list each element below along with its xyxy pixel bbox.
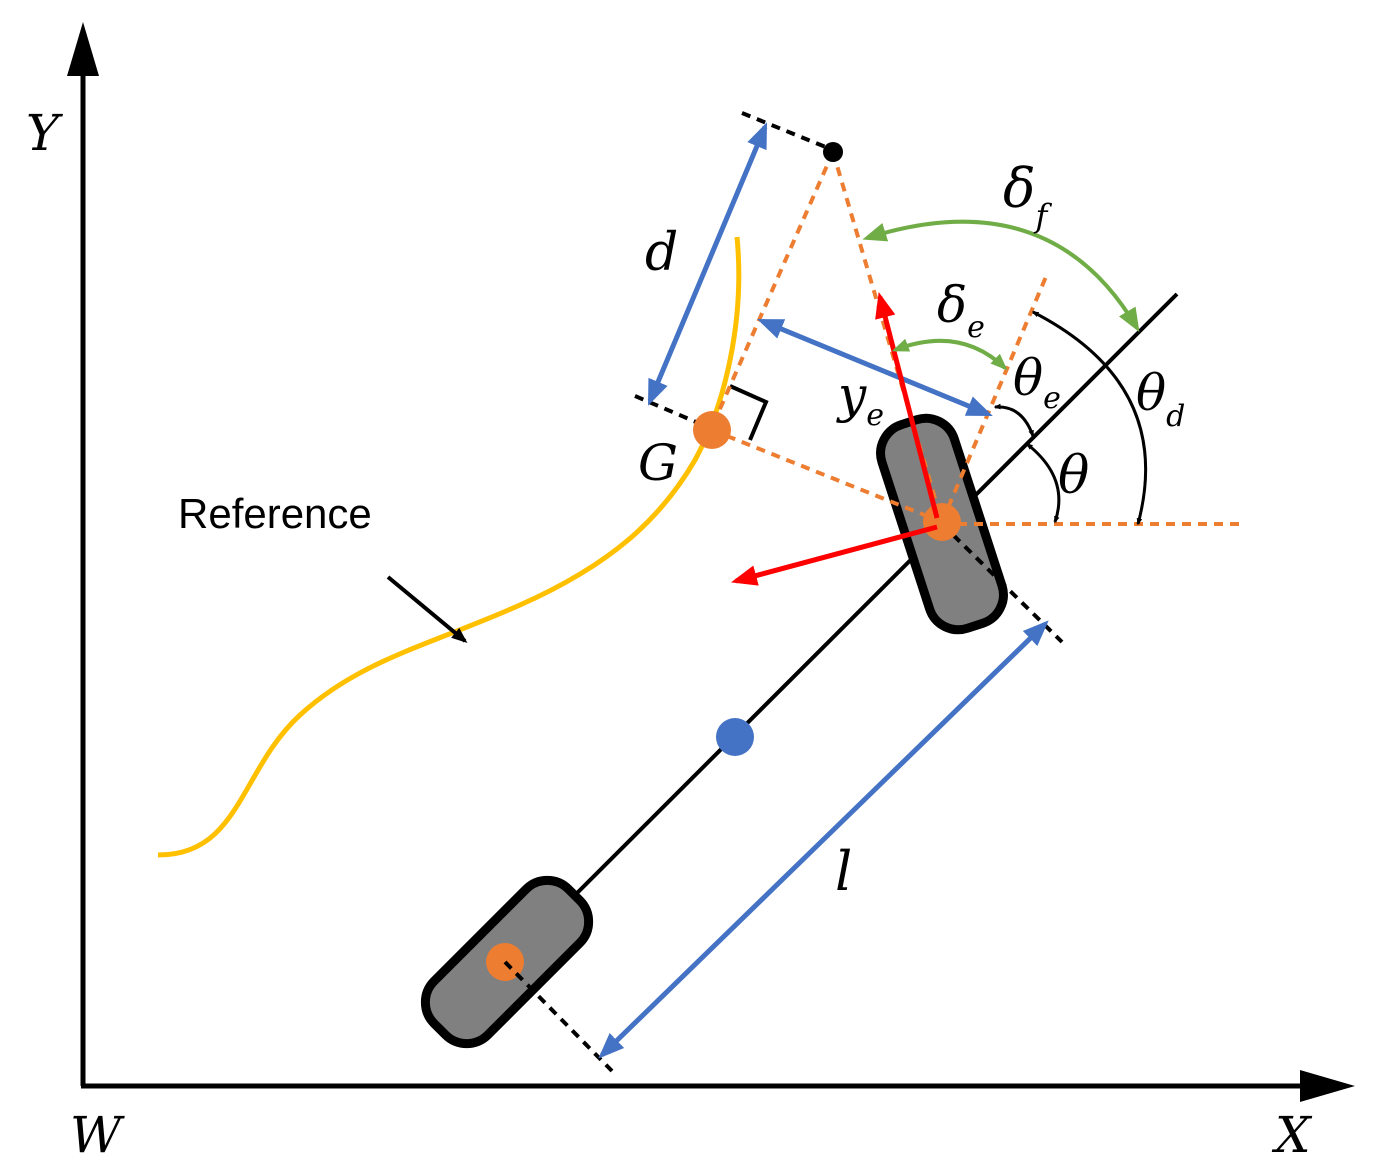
theta-label: θ	[1058, 446, 1089, 506]
y-axis-arrowhead	[67, 22, 99, 76]
look-ahead-point	[823, 142, 843, 162]
theta-e-label: θe	[1013, 349, 1061, 416]
reference-path	[157, 236, 742, 858]
reference-label: Reference	[178, 490, 372, 537]
theta-d-label: θd	[1136, 364, 1185, 434]
lateral-error-arrow	[757, 318, 993, 417]
x-axis-label: X	[1271, 1106, 1313, 1164]
theta-d-arc	[1031, 310, 1148, 526]
distance-d-arrow	[647, 122, 768, 406]
point-g	[693, 411, 731, 449]
delta-f-arc	[862, 219, 1140, 333]
wheelbase-arrow	[598, 620, 1049, 1059]
delta-e-arc	[891, 338, 1008, 371]
y-axis-label: Y	[26, 104, 63, 162]
front-axle-point	[923, 503, 961, 541]
reference-pointer-arrow	[386, 575, 468, 644]
coordinate-axes	[67, 22, 1355, 1102]
delta-f-label: δf	[1003, 157, 1053, 235]
theta-e-arc	[993, 403, 1035, 438]
wheelbase-label: l	[835, 840, 852, 903]
distance-d-label: d	[645, 223, 678, 283]
right-angle-marker	[729, 384, 769, 441]
point-g-label: G	[638, 434, 678, 492]
origin-label: W	[70, 1106, 125, 1164]
delta-e-label: δe	[937, 276, 985, 345]
front-wheel-lateral-arrow	[730, 524, 938, 586]
center-of-gravity-point	[716, 718, 754, 756]
lateral-error-label: ye	[836, 366, 884, 433]
x-axis-arrowhead	[1300, 1070, 1355, 1102]
theta-arc	[1025, 442, 1061, 524]
front-wheel-heading-arrow	[875, 291, 940, 519]
